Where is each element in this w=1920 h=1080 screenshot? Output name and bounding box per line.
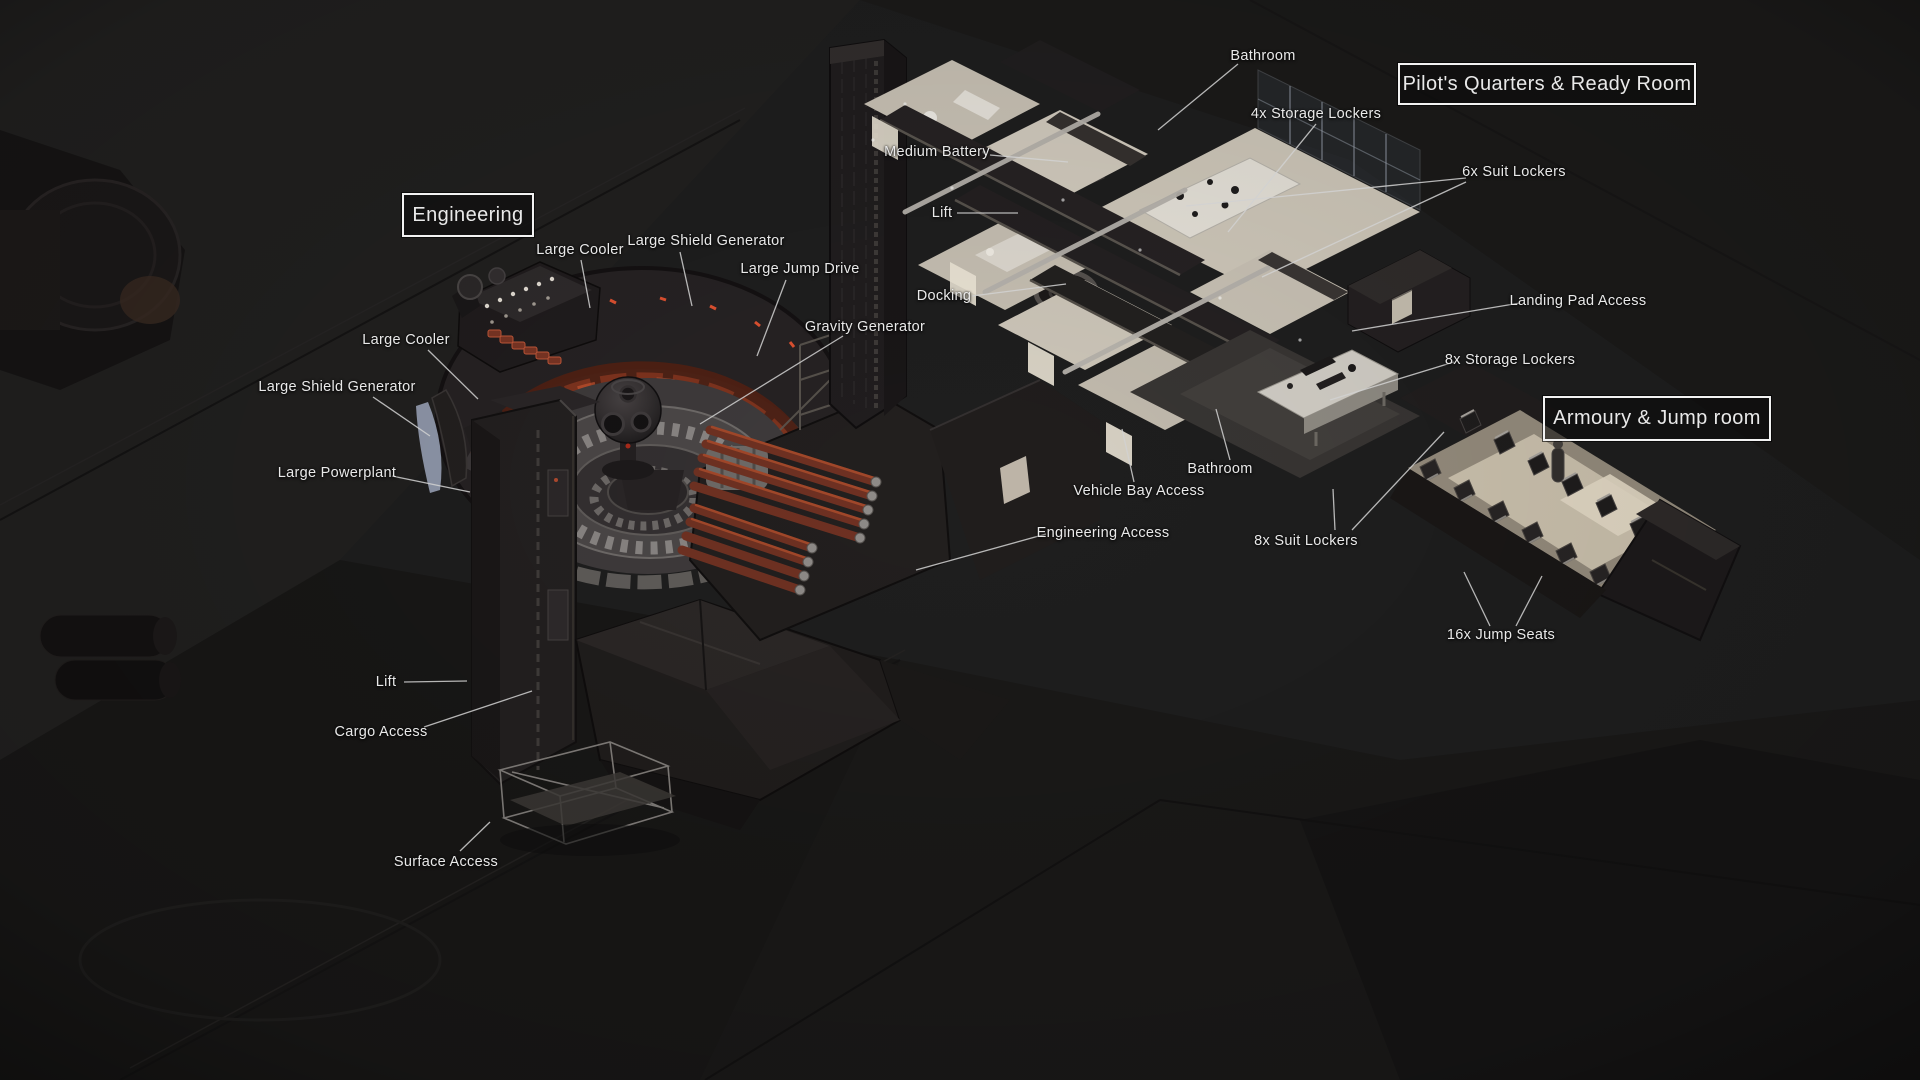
- vignette-overlay: [0, 0, 1920, 1080]
- ship-cutaway-render: [0, 0, 1920, 1080]
